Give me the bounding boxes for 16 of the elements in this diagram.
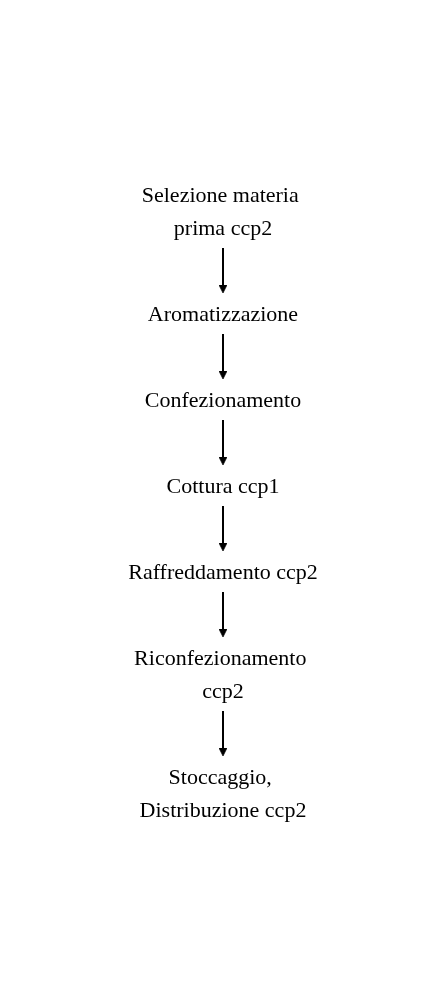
- node-label: ccp2: [264, 796, 307, 822]
- node-text: Riconfezionamento: [134, 644, 307, 670]
- node-label: ccp2: [230, 214, 273, 240]
- arrow: [218, 590, 228, 637]
- node-label: ccp2: [276, 558, 318, 584]
- node-text: Raffreddamento: [128, 558, 271, 584]
- arrow: [218, 246, 228, 293]
- arrow: [218, 418, 228, 465]
- arrow: [218, 709, 228, 756]
- node-label: ccp1: [237, 472, 280, 498]
- arrow: [218, 504, 228, 551]
- node-label: ccp2: [202, 677, 244, 703]
- node-text: Cottura: [166, 472, 233, 498]
- node-text: Aromatizzazione: [147, 300, 299, 326]
- node-text: Confezionamento: [144, 386, 302, 412]
- arrow: [218, 332, 228, 379]
